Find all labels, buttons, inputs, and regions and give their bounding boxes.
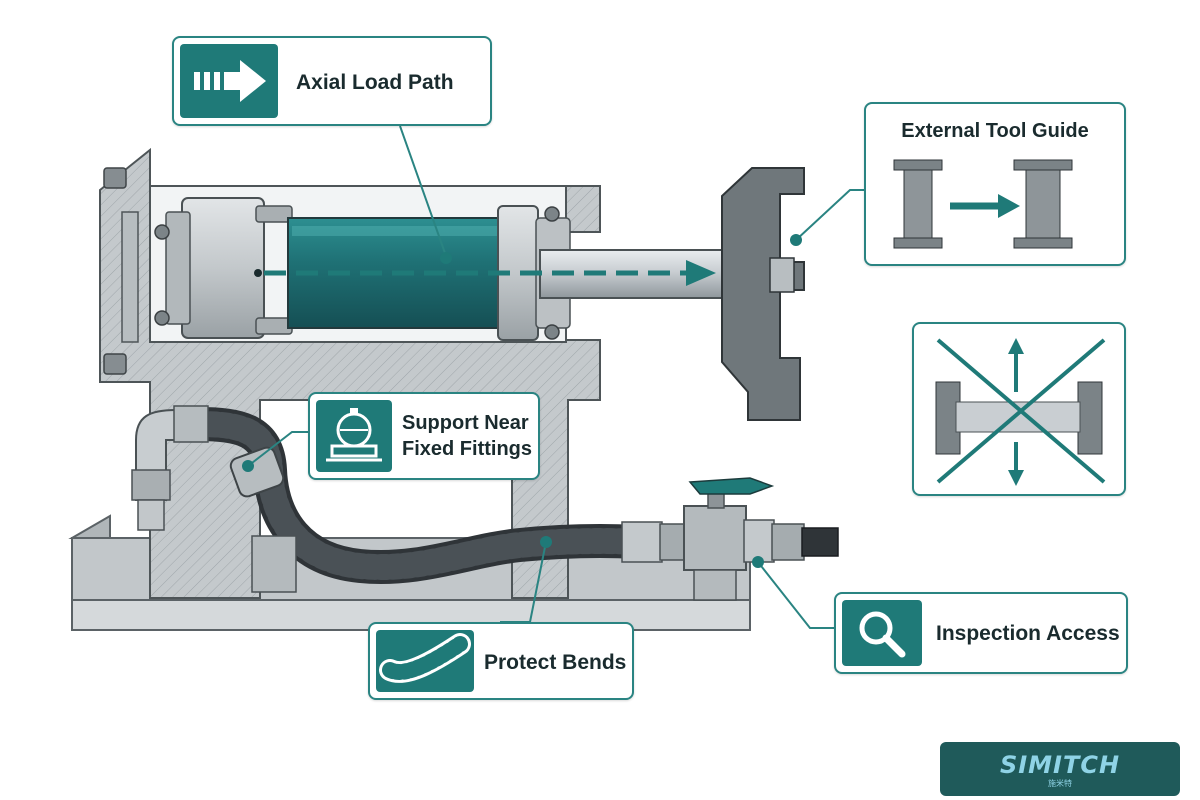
no-side-load-icon bbox=[926, 334, 1116, 493]
callout-label-support-line2: Fixed Fittings bbox=[402, 438, 532, 460]
logo-subtext: 施米特 bbox=[1048, 779, 1072, 788]
callout-label-guide: External Tool Guide bbox=[901, 120, 1089, 142]
arrow-right-icon bbox=[180, 44, 278, 118]
tool-guide-bracket bbox=[721, 167, 805, 421]
callout-label-protect: Protect Bends bbox=[484, 651, 627, 674]
guided-rod-icon bbox=[886, 156, 1108, 261]
axial-load-arrow bbox=[254, 260, 716, 286]
leader-lines bbox=[242, 125, 864, 629]
callout-protect-bends: Protect Bends bbox=[368, 622, 634, 700]
callout-label-inspect: Inspection Access bbox=[936, 622, 1120, 645]
callout-label-support: Support Near Fixed Fittings bbox=[402, 410, 532, 462]
callout-support-near-fixed-fittings: Support Near Fixed Fittings bbox=[308, 392, 540, 480]
magnifier-icon bbox=[842, 600, 922, 666]
callout-axial-load-path: Axial Load Path bbox=[172, 36, 492, 126]
pipe-clamp-icon bbox=[316, 400, 392, 472]
brand-logo: SIMITCH 施米特 bbox=[940, 742, 1180, 796]
callout-inspection-access: Inspection Access bbox=[834, 592, 1128, 674]
corrugated-sleeve-icon bbox=[376, 630, 474, 692]
callout-external-tool-guide: External Tool Guide bbox=[864, 102, 1126, 266]
logo-wordmark: SIMITCH bbox=[999, 751, 1121, 779]
callout-label-support-line1: Support Near bbox=[402, 412, 529, 434]
callout-label-axial: Axial Load Path bbox=[296, 71, 454, 94]
callout-no-side-load bbox=[912, 322, 1126, 496]
